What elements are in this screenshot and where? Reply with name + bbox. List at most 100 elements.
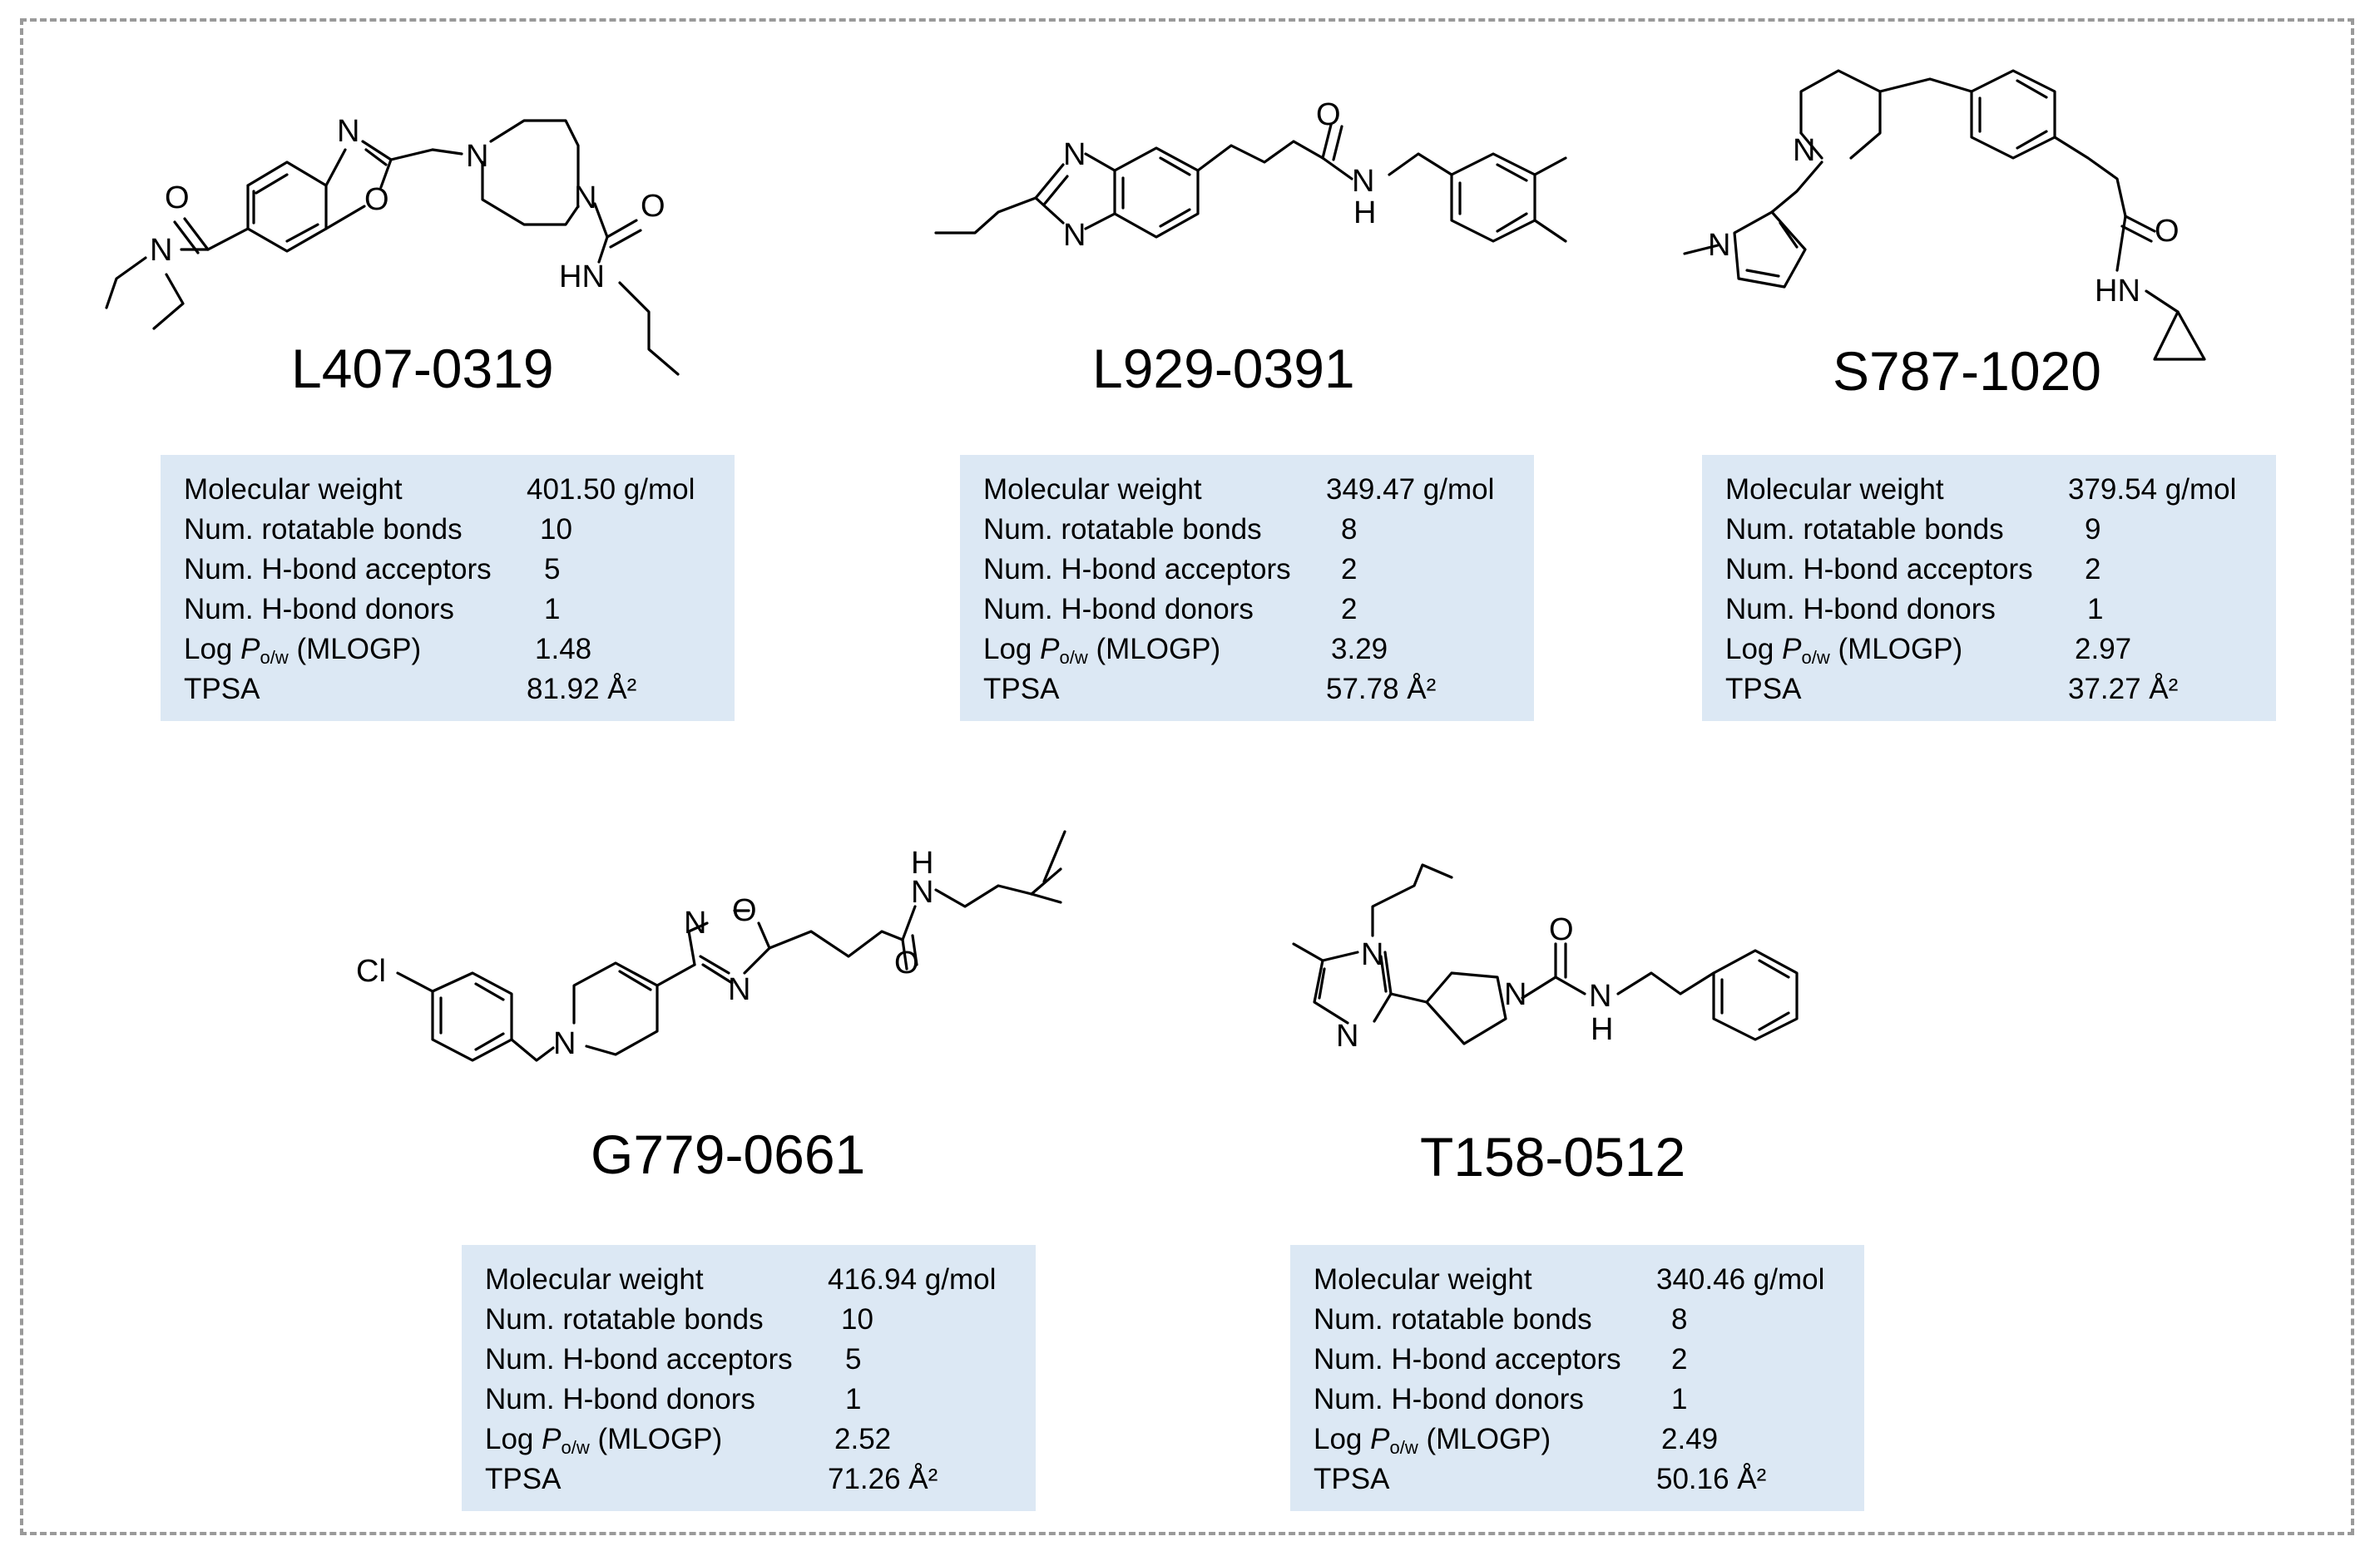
- atom-n: N: [1352, 164, 1374, 199]
- atom-n: N: [574, 180, 596, 215]
- value-molecular-weight: 416.94 g/mol: [828, 1263, 997, 1296]
- label-rotatable-bonds: Num. rotatable bonds: [1314, 1303, 1592, 1336]
- atom-n: N: [1361, 937, 1383, 972]
- atom-o: O: [364, 182, 389, 217]
- value-logp: 3.29: [1331, 633, 1388, 665]
- value-molecular-weight: 349.47 g/mol: [1326, 473, 1495, 506]
- label-hbond-donors: Num. H-bond donors: [1725, 593, 1996, 625]
- value-hbond-donors: 1: [845, 1383, 862, 1415]
- label-logp: Log Po/w (MLOGP): [983, 633, 1221, 668]
- label-logp: Log Po/w (MLOGP): [1314, 1423, 1551, 1458]
- label-rotatable-bonds: Num. rotatable bonds: [983, 513, 1262, 546]
- label-hbond-donors: Num. H-bond donors: [485, 1383, 755, 1415]
- atom-o: O: [1316, 97, 1341, 132]
- atom-n: N: [1063, 218, 1086, 253]
- atom-o: O: [165, 180, 190, 215]
- value-tpsa: 57.78 Å²: [1326, 673, 1437, 705]
- label-rotatable-bonds: Num. rotatable bonds: [485, 1303, 764, 1336]
- compound-id: G779-0661: [591, 1124, 866, 1185]
- value-tpsa: 37.27 Å²: [2068, 673, 2179, 705]
- value-hbond-acceptors: 2: [2085, 553, 2101, 585]
- value-rotatable-bonds: 10: [841, 1303, 873, 1336]
- atom-hn: HN: [559, 259, 605, 294]
- value-logp: 1.48: [535, 633, 592, 665]
- value-hbond-acceptors: 5: [845, 1343, 862, 1376]
- label-molecular-weight: Molecular weight: [1314, 1263, 1532, 1296]
- value-tpsa: 81.92 Å²: [527, 673, 637, 705]
- value-tpsa: 71.26 Å²: [828, 1463, 938, 1495]
- label-hbond-acceptors: Num. H-bond acceptors: [1314, 1343, 1621, 1376]
- label-rotatable-bonds: Num. rotatable bonds: [184, 513, 463, 546]
- label-rotatable-bonds: Num. rotatable bonds: [1725, 513, 2004, 546]
- property-panel: Molecular weight 379.54 g/mol Num. rotata…: [1702, 455, 2276, 721]
- compound-id: S787-1020: [1833, 340, 2101, 402]
- value-logp: 2.97: [2075, 633, 2132, 665]
- atom-n: N: [684, 906, 706, 941]
- value-molecular-weight: 340.46 g/mol: [1656, 1263, 1825, 1296]
- atom-n: N: [337, 114, 359, 149]
- label-logp: Log Po/w (MLOGP): [485, 1423, 723, 1458]
- value-hbond-donors: 1: [2087, 593, 2104, 625]
- value-rotatable-bonds: 8: [1341, 513, 1358, 546]
- label-hbond-acceptors: Num. H-bond acceptors: [1725, 553, 2033, 585]
- atom-h: H: [911, 846, 933, 881]
- value-logp: 2.52: [834, 1423, 892, 1455]
- value-molecular-weight: 401.50 g/mol: [527, 473, 695, 506]
- value-rotatable-bonds: 9: [2085, 513, 2101, 546]
- value-hbond-donors: 1: [544, 593, 561, 625]
- label-hbond-acceptors: Num. H-bond acceptors: [485, 1343, 793, 1376]
- atom-n: N: [1336, 1019, 1358, 1054]
- property-panel: Molecular weight 349.47 g/mol Num. rotata…: [960, 455, 1534, 721]
- compound-id: L407-0319: [291, 338, 554, 399]
- value-rotatable-bonds: 8: [1671, 1303, 1688, 1336]
- atom-o: O: [2155, 214, 2180, 249]
- atom-hn: HN: [2095, 274, 2140, 309]
- label-tpsa: TPSA: [983, 673, 1060, 705]
- atom-h: H: [1591, 1012, 1613, 1047]
- atom-n: N: [1589, 979, 1611, 1014]
- label-tpsa: TPSA: [184, 673, 260, 705]
- value-hbond-donors: 2: [1341, 593, 1358, 625]
- atom-h: H: [1353, 195, 1376, 230]
- atom-n: N: [1504, 977, 1526, 1012]
- atom-cl: Cl: [356, 954, 386, 989]
- atom-o: O: [641, 189, 666, 224]
- value-hbond-acceptors: 2: [1671, 1343, 1688, 1376]
- atom-n: N: [1708, 228, 1730, 263]
- atom-n: N: [553, 1026, 576, 1061]
- label-hbond-donors: Num. H-bond donors: [184, 593, 454, 625]
- atom-n: N: [911, 875, 933, 910]
- label-logp: Log Po/w (MLOGP): [184, 633, 422, 668]
- label-tpsa: TPSA: [485, 1463, 562, 1495]
- label-tpsa: TPSA: [1725, 673, 1802, 705]
- dashed-frame: [20, 18, 2354, 1535]
- atom-n: N: [1793, 133, 1815, 168]
- atom-o: O: [894, 946, 919, 981]
- label-molecular-weight: Molecular weight: [983, 473, 1202, 506]
- atom-o: O: [1549, 912, 1574, 947]
- atom-n: N: [1063, 137, 1086, 172]
- atom-n: N: [150, 233, 172, 268]
- value-hbond-acceptors: 5: [544, 553, 561, 585]
- value-molecular-weight: 379.54 g/mol: [2068, 473, 2237, 506]
- compound-id: L929-0391: [1092, 338, 1355, 399]
- label-hbond-acceptors: Num. H-bond acceptors: [184, 553, 492, 585]
- value-hbond-donors: 1: [1671, 1383, 1688, 1415]
- property-panel: Molecular weight 340.46 g/mol Num. rotata…: [1290, 1245, 1864, 1511]
- atom-o: O: [732, 893, 757, 928]
- label-molecular-weight: Molecular weight: [1725, 473, 1944, 506]
- label-logp: Log Po/w (MLOGP): [1725, 633, 1963, 668]
- value-logp: 2.49: [1661, 1423, 1719, 1455]
- value-hbond-acceptors: 2: [1341, 553, 1358, 585]
- atom-n: N: [728, 972, 750, 1007]
- atom-n: N: [466, 139, 488, 174]
- label-tpsa: TPSA: [1314, 1463, 1390, 1495]
- label-hbond-acceptors: Num. H-bond acceptors: [983, 553, 1291, 585]
